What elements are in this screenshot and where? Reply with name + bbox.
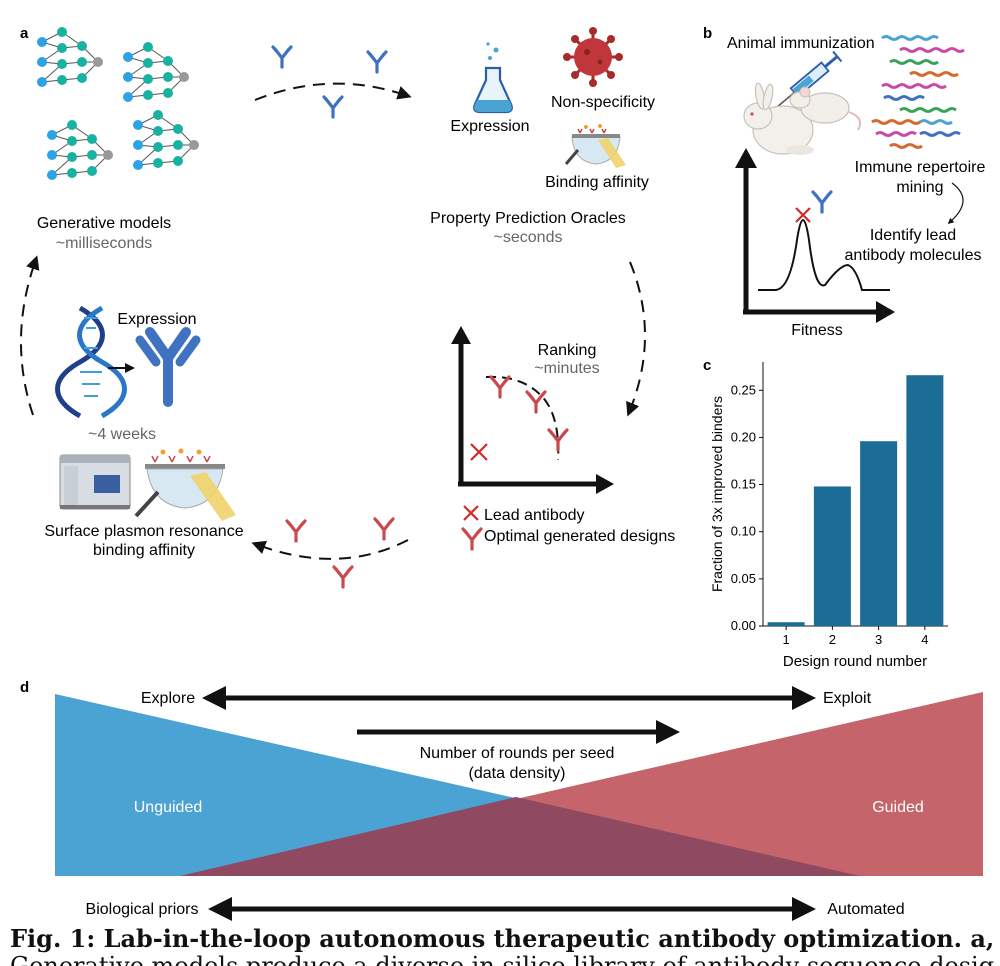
x-tick-label: 2 xyxy=(829,632,836,647)
spr-chip-large-icon xyxy=(134,448,236,521)
sequence-reads-icon xyxy=(871,35,965,149)
explore-label: Explore xyxy=(141,690,195,707)
spr-label-line2: binding affinity xyxy=(93,542,195,559)
unguided-label: Unguided xyxy=(134,799,203,816)
syringe-icon xyxy=(777,50,843,108)
explore-exploit-arrow xyxy=(202,686,816,710)
optimal-design-icon xyxy=(461,527,483,551)
binding-affinity-label: Binding affinity xyxy=(545,174,649,191)
panel-label-b: b xyxy=(703,25,712,42)
y-axis-label: Fraction of 3x improved binders xyxy=(709,396,725,592)
caption-bold: Fig. 1: Lab-in-the-loop autonomous thera… xyxy=(10,925,995,953)
figure-canvas: a Generative models ~milliseconds Expres… xyxy=(20,25,986,921)
spr-chip-icon xyxy=(564,124,626,168)
rounds-label-line2: (data density) xyxy=(469,765,566,782)
panel-label-c: c xyxy=(703,357,711,374)
panel-label-a: a xyxy=(20,25,29,42)
neural-net-icon xyxy=(36,26,200,181)
gen-models-time: ~milliseconds xyxy=(56,235,152,252)
antibody-icon xyxy=(271,45,388,119)
antibody-icon xyxy=(285,517,395,589)
guided-label: Guided xyxy=(872,799,924,816)
ranking-label: Ranking xyxy=(538,342,597,359)
y-tick-label: 0.15 xyxy=(731,477,756,492)
spr-instrument-icon xyxy=(59,454,131,510)
rounds-label-line1: Number of rounds per seed xyxy=(420,745,615,762)
fitness-plot xyxy=(735,148,895,323)
caption-line2: Generative models produce a diverse in s… xyxy=(10,952,995,966)
bar-round-1 xyxy=(767,622,805,626)
x-axis-label: Design round number xyxy=(783,653,927,670)
y-tick-label: 0.10 xyxy=(731,524,756,539)
flow-arrow-ranking-to-lab xyxy=(251,539,409,560)
lead-antibody-icon xyxy=(463,505,479,521)
y-tick-label: 0.25 xyxy=(731,382,756,397)
biological-priors-label: Biological priors xyxy=(86,901,199,918)
oracle-time: ~seconds xyxy=(494,229,563,246)
repertoire-label-line1: Immune repertoire xyxy=(855,159,986,176)
nonspecificity-label: Non-specificity xyxy=(551,94,655,111)
automated-label: Automated xyxy=(827,901,904,918)
gen-models-title: Generative models xyxy=(37,215,171,232)
overlap-region xyxy=(180,797,860,876)
expression-label: Expression xyxy=(450,118,529,135)
y-tick-label: 0.00 xyxy=(731,618,756,633)
mouse-icon xyxy=(789,86,862,131)
x-tick-label: 1 xyxy=(783,632,790,647)
weeks-label: ~4 weeks xyxy=(88,426,156,443)
x-tick-label: 3 xyxy=(875,632,882,647)
bar-chart: 0.00 0.05 0.10 0.15 0.20 0.25 1 2 3 4 Design rou… xyxy=(709,362,948,670)
virus-icon xyxy=(563,27,623,87)
ranking-time: ~minutes xyxy=(534,360,599,377)
oracle-title: Property Prediction Oracles xyxy=(430,210,626,227)
legend-lead-antibody: Lead antibody xyxy=(484,507,585,524)
figure-caption: Fig. 1: Lab-in-the-loop autonomous thera… xyxy=(10,925,995,966)
identify-lead-line2: antibody molecules xyxy=(845,247,982,264)
flow-arrow-gen-to-oracle xyxy=(254,82,412,101)
lab-expression-label: Expression xyxy=(117,311,196,328)
panel-label-d: d xyxy=(20,679,29,696)
y-tick-label: 0.20 xyxy=(731,429,756,444)
animal-immunization-label: Animal immunization xyxy=(727,35,875,52)
flask-icon xyxy=(473,42,513,114)
y-tick-label: 0.05 xyxy=(731,571,756,586)
exploit-label: Exploit xyxy=(823,690,872,707)
flow-arrow-oracle-to-ranking xyxy=(626,261,646,417)
bar-round-4 xyxy=(906,375,944,626)
bar-round-3 xyxy=(860,441,898,626)
ranking-plot xyxy=(451,326,614,494)
rounds-arrow xyxy=(357,720,680,744)
priors-automated-arrow xyxy=(208,897,816,921)
spr-label-line1: Surface plasmon resonance xyxy=(44,523,243,540)
legend-optimal-designs: Optimal generated designs xyxy=(484,528,675,545)
identify-lead-line1: Identify lead xyxy=(870,227,956,244)
x-tick-label: 4 xyxy=(921,632,928,647)
repertoire-label-line2: mining xyxy=(896,179,943,196)
bar-round-2 xyxy=(813,486,851,626)
fitness-label: Fitness xyxy=(791,322,843,339)
repertoire-arrow xyxy=(947,182,964,224)
flow-arrow-lab-to-gen xyxy=(20,255,40,416)
rabbit-icon xyxy=(743,82,814,155)
dna-icon xyxy=(55,305,127,419)
large-antibody-icon xyxy=(135,327,201,407)
